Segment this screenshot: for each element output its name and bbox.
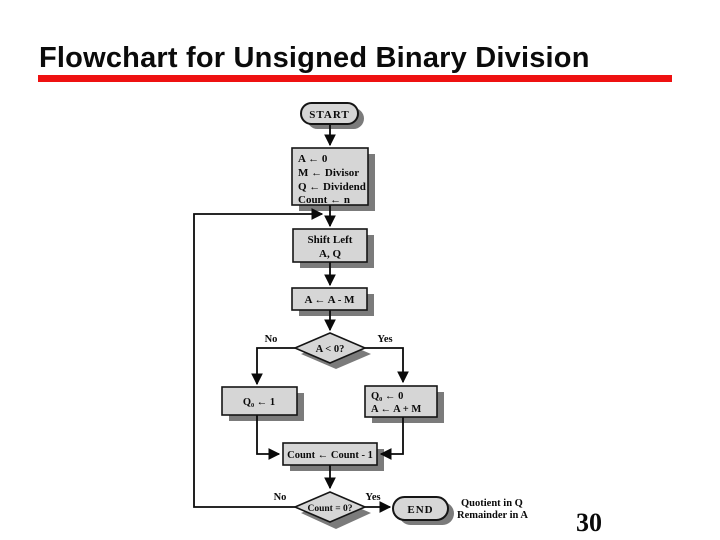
decision-count-no-label: No xyxy=(274,492,287,503)
decision-sign-diamond xyxy=(292,332,368,364)
subtract-label: A ← A - M xyxy=(304,294,355,306)
connector-yes-branch xyxy=(365,347,409,384)
restore-box xyxy=(364,385,438,418)
connector-restore-to-count xyxy=(379,417,404,460)
decision-count-diamond xyxy=(292,491,368,523)
decision-sign-yes-label: Yes xyxy=(377,334,392,345)
init-line-4: Count ← n xyxy=(298,194,350,206)
decision-count-yes-label: Yes xyxy=(365,492,380,503)
connector-q1-to-count xyxy=(256,415,281,460)
start-label: START xyxy=(309,109,349,121)
title-underline-rule xyxy=(38,75,672,82)
decision-count-label: Count = 0? xyxy=(307,504,352,514)
set-q1-label: Q₀ ← 1 xyxy=(243,397,275,408)
shift-box xyxy=(292,228,368,263)
subtract-box xyxy=(291,287,368,311)
restore-line-1: Q₀ ← 0 xyxy=(371,391,403,402)
result-note-line-1: Quotient in Q xyxy=(461,498,523,509)
page-number: 30 xyxy=(576,508,602,537)
result-note-line-2: Remainder in A xyxy=(457,510,528,521)
connectors xyxy=(193,124,409,513)
slide-title: Flowchart for Unsigned Binary Division xyxy=(39,42,590,74)
init-line-1: A ← 0 xyxy=(298,153,328,165)
node-labels: START A ← 0 M ← Divisor Q ← Dividend Cou… xyxy=(243,109,602,537)
end-node xyxy=(392,496,449,521)
shift-line-2: A, Q xyxy=(319,248,341,260)
restore-line-2: A ← A + M xyxy=(371,404,421,415)
start-node xyxy=(300,102,359,125)
shift-line-1: Shift Left xyxy=(308,234,353,246)
connector-loop-back xyxy=(193,208,324,508)
connector-no-branch xyxy=(251,347,295,386)
decision-sign-label: A < 0? xyxy=(316,344,345,355)
count-label: Count ← Count - 1 xyxy=(287,450,373,461)
end-label: END xyxy=(407,504,433,516)
init-line-2: M ← Divisor xyxy=(298,167,359,179)
count-box xyxy=(282,442,378,466)
init-line-3: Q ← Dividend xyxy=(298,181,366,193)
decision-sign-no-label: No xyxy=(265,334,278,345)
set-q1-box xyxy=(221,386,298,416)
nodes xyxy=(221,102,449,523)
init-box xyxy=(291,147,369,206)
